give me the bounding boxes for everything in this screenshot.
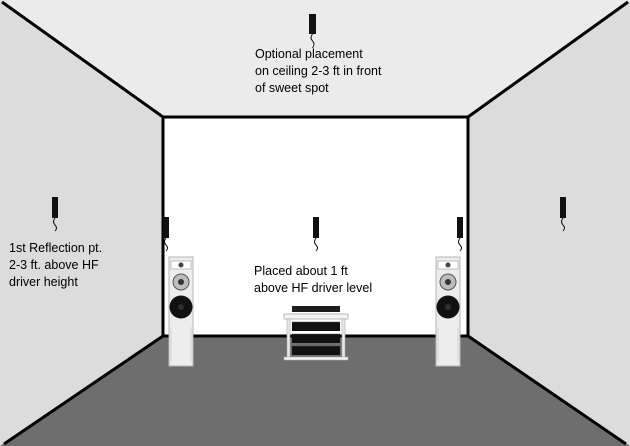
front-label-line-2: above HF driver level [254, 281, 373, 295]
first-reflection-label: 1st Reflection pt. 2-3 ft. above HF driv… [9, 240, 102, 291]
right-speaker-icon [435, 256, 461, 367]
equipment-rack-icon [283, 306, 349, 361]
reflection-label-line-2: 2-3 ft. above HF [9, 258, 99, 272]
reflection-label-line-1: 1st Reflection pt. [9, 241, 103, 255]
ceiling-placement-label: Optional placement on ceiling 2-3 ft in … [255, 46, 381, 97]
left-speaker-mic-icon [163, 217, 169, 252]
front-label-line-1: Placed about 1 ft [254, 264, 348, 278]
ceiling-label-line-1: Optional placement [255, 47, 363, 61]
right-wall [468, 0, 630, 446]
front-placement-label: Placed about 1 ft above HF driver level [254, 263, 372, 297]
right-wall-mic-icon [560, 197, 566, 232]
left-wall [0, 0, 163, 446]
ceiling [0, 0, 630, 117]
right-speaker-mic-icon [457, 217, 463, 252]
floor [0, 336, 630, 446]
ceiling-label-line-3: of sweet spot [255, 81, 329, 95]
left-wall-mic-icon [52, 197, 58, 232]
left-speaker-icon [168, 256, 194, 367]
center-mic-icon [313, 217, 319, 252]
ceiling-label-line-2: on ceiling 2-3 ft in front [255, 64, 382, 78]
ceiling-mic-icon [309, 14, 316, 49]
reflection-label-line-3: driver height [9, 275, 78, 289]
